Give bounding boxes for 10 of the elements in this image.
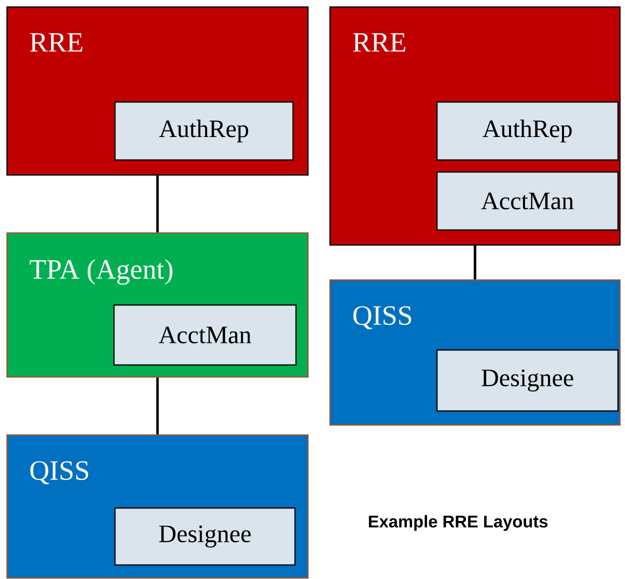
label-box: AuthRep xyxy=(436,101,619,161)
connector-line xyxy=(156,378,159,434)
connector-line xyxy=(474,246,476,280)
label-box: AcctMan xyxy=(436,171,619,231)
label-box: AcctMan xyxy=(113,304,297,366)
label-box: Designee xyxy=(114,507,296,566)
caption: Example RRE Layouts xyxy=(368,515,548,531)
connector-line xyxy=(156,176,159,232)
label-box: AuthRep xyxy=(114,101,294,161)
label-box: Designee xyxy=(436,349,619,412)
